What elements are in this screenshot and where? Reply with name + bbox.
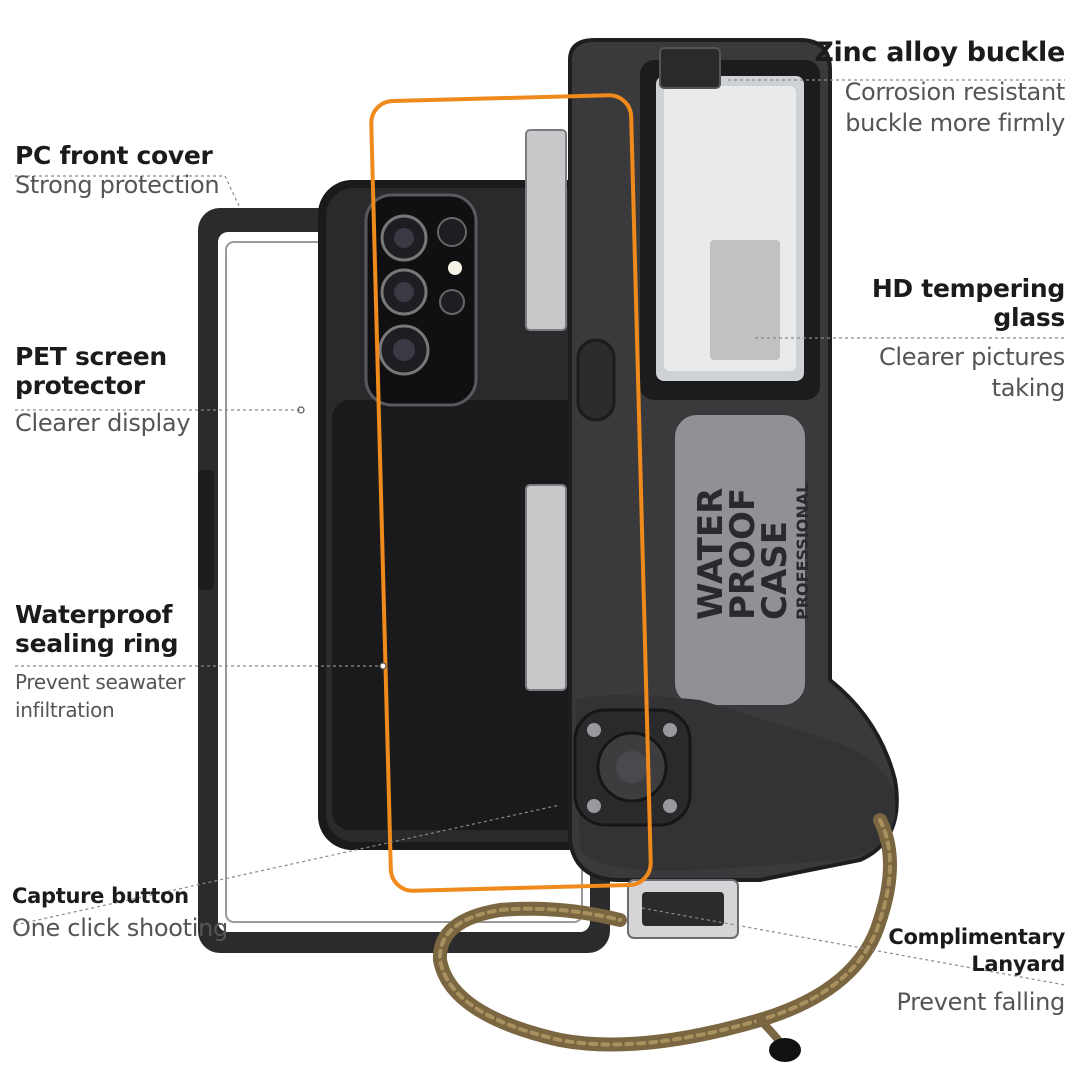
feature-desc: buckle more firmly (845, 109, 1065, 137)
feature-title: Complimentary (888, 925, 1065, 949)
badge-water: WATER (691, 488, 731, 620)
feature-desc: Strong protection (15, 171, 220, 199)
phone-illustration (318, 180, 608, 850)
case-badge: WATER PROOF CASE PROFESSIONAL (691, 483, 812, 620)
badge-case: CASE (755, 521, 795, 620)
feature-pet-screen-protector: PET screen protector Clearer display (15, 342, 191, 439)
feature-desc: infiltration (15, 698, 115, 722)
sealing-ring (369, 93, 653, 893)
leader-dot (297, 406, 305, 414)
badge-proof: PROOF (723, 488, 763, 620)
feature-title: Lanyard (971, 952, 1065, 976)
feature-desc: Clearer display (15, 409, 191, 437)
feature-pc-front-cover: PC front cover Strong protection (15, 141, 220, 201)
badge-professional: PROFESSIONAL (793, 483, 812, 620)
feature-title: glass (993, 303, 1065, 332)
feature-title: Waterproof (15, 600, 173, 629)
feature-desc: Corrosion resistant (844, 78, 1066, 106)
feature-waterproof-sealing-ring: Waterproof sealing ring Prevent seawater… (15, 600, 185, 724)
feature-title: sealing ring (15, 629, 179, 658)
feature-title: HD tempering (871, 274, 1065, 303)
feature-title: protector (15, 371, 145, 400)
feature-desc: Clearer pictures (878, 343, 1065, 371)
feature-title: Zinc alloy buckle (814, 37, 1065, 68)
feature-title: Capture button (12, 884, 189, 908)
feature-desc: Prevent falling (896, 988, 1066, 1016)
leader-lines (14, 79, 1066, 986)
feature-title: PC front cover (15, 141, 213, 170)
feature-zinc-alloy-buckle: Zinc alloy buckle Corrosion resistant bu… (814, 38, 1065, 139)
leader-dot (379, 662, 387, 670)
lanyard-stopper (769, 1038, 801, 1062)
feature-complimentary-lanyard: Complimentary Lanyard Prevent falling (888, 924, 1065, 1016)
feature-desc: One click shooting (12, 914, 228, 942)
feature-desc: taking (991, 374, 1066, 402)
waterproof-case-body (525, 38, 899, 939)
feature-title: PET screen (15, 342, 167, 371)
feature-capture-button: Capture button One click shooting (12, 883, 228, 942)
feature-desc: Prevent seawater (15, 670, 185, 694)
feature-hd-tempering-glass: HD tempering glass Clearer pictures taki… (872, 274, 1065, 404)
